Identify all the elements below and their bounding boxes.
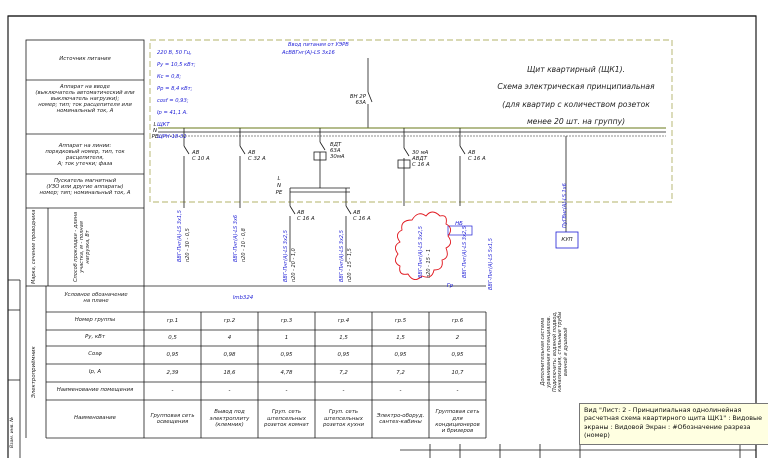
table-cell-room: - — [171, 387, 174, 394]
av4-label: АВ С 16 А — [353, 210, 371, 223]
table-row-label: Ру, кВт — [85, 334, 105, 340]
table-cell-name: Груп. сеть штепсельных розеток кухни — [323, 409, 364, 428]
table-cell-p: 1,5 — [339, 334, 348, 341]
bottom-table-grid — [46, 285, 487, 439]
table-cell-group: гр.6 — [451, 317, 464, 324]
bus-pe-label: PE — [151, 134, 159, 140]
input-feed — [367, 58, 373, 128]
cable-3-run: n20 - 20 - 1,0 — [291, 248, 297, 282]
table-row-label: Cosφ — [88, 351, 102, 357]
av3-label: АВ С 16 А — [297, 210, 315, 223]
sub-pe-label: PE — [275, 190, 283, 196]
av1-label: АВ С 10 А — [192, 150, 210, 163]
potential-note: Дополнительная система уравнивания потен… — [540, 311, 569, 392]
table-cell-ip: 2,39 — [166, 369, 179, 376]
cable-4: ВВГ-Пнг(А)-LS 3х2,5 — [339, 230, 345, 282]
table-cell-p: 2 — [455, 334, 460, 341]
table-cell-name: Вывод под электроплиту (клемник) — [209, 409, 250, 428]
table-cell-cos: 0,95 — [166, 351, 179, 358]
nb-label: НБ — [455, 221, 463, 227]
row-laying: Способ прокладки - длина участка, м - по… — [73, 211, 91, 282]
cable-6: ВВГ-Пнг(А)-LS 3х2,5 — [462, 226, 468, 278]
table-cell-cos: 0,95 — [394, 351, 407, 358]
cable-5: ВВГ-Пнг(А)-LS 3х2,5 — [418, 226, 424, 278]
view-tooltip: Вид "Лист: 2 - Принципиальная однолинейн… — [579, 403, 768, 445]
table-cell-p: 0,5 — [168, 334, 177, 341]
table-cell-cos: 0,95 — [337, 351, 350, 358]
table-cell-room: - — [399, 387, 402, 394]
cable-5-run: n20 - 15 - 1 — [426, 248, 432, 278]
table-cell-name: Груп. сеть штепсельных розеток комнат — [264, 409, 309, 428]
table-row-label: Номер группы — [74, 317, 116, 323]
table-cell-group: гр.3 — [280, 317, 293, 324]
row-supply: Источник питания — [59, 56, 111, 62]
feeder-lines — [183, 128, 567, 262]
table-cell-group: гр.4 — [337, 317, 350, 324]
table-cell-room: - — [342, 387, 345, 394]
row-starter: Пускатель магнитный (УЗО или другие аппа… — [39, 178, 131, 197]
diagram-title: Щит квартирный (ЩК1). Схема электрическа… — [497, 64, 655, 127]
input-cable-label: Ввод питания от УЭРВ — [288, 42, 349, 48]
cable-2-run: n20 - 10 - 0,8 — [241, 228, 247, 262]
table-cell-ip: 10,7 — [451, 369, 464, 376]
cable-1: ВВГ-Пнг(А)-LS 3х1,5 — [177, 210, 183, 262]
table-cell-room: - — [228, 387, 231, 394]
cable-4-run: n20 - 15 - 1,5 — [347, 248, 353, 282]
table-cell-cos: 0,95 — [280, 351, 293, 358]
kup-box — [555, 231, 579, 249]
supply-params: 220 В, 50 Гц, Ру = 10,5 кВт; Кс = 0,8; Р… — [157, 49, 196, 140]
cable-7: ПуГВнг(А)-LS 1х6 — [562, 183, 568, 228]
row-input-device: Аппарат на вводе (выключатель автоматиче… — [35, 84, 135, 115]
revision-cloud — [395, 211, 451, 280]
lmb-label: lmb324 — [232, 295, 254, 301]
table-row-label: Наименование помещения — [56, 387, 134, 393]
table-cell-name: Групповая сеть для кондиционеров и бризе… — [435, 409, 480, 434]
vdt-label: ВДТ 63А 30мА — [330, 142, 345, 161]
table-cell-group: гр.5 — [394, 317, 407, 324]
nb-box — [447, 225, 473, 236]
table-cell-cos: 0,98 — [223, 351, 236, 358]
bus-l-label: L — [153, 122, 157, 128]
table-cell-p: 1 — [284, 334, 289, 341]
table-cell-p: 1,5 — [396, 334, 405, 341]
table-cell-ip: 18,6 — [223, 369, 236, 376]
table-row-label: Ip, A — [88, 369, 102, 375]
table-cell-ip: 4,78 — [280, 369, 293, 376]
panel-boundary — [149, 39, 673, 203]
sub-n-label: N — [276, 183, 282, 189]
side-label-consumer: Электроприёмник — [31, 346, 37, 398]
table-row-label: Наименование — [74, 415, 116, 421]
avdt-label: 30 мА АВДТ С 16 А — [412, 150, 430, 169]
table-cell-ip: 7,2 — [396, 369, 405, 376]
table-cell-cos: 0,95 — [451, 351, 464, 358]
table-cell-group: гр.1 — [166, 317, 179, 324]
table-cell-name: Электро-оборуд. сантех-кабины — [376, 412, 425, 425]
table-cell-room: - — [456, 387, 459, 394]
cable-2: ВВГ-Пнг(А)-LS 3х6 — [233, 214, 239, 262]
gr-marker: Гр — [446, 283, 454, 289]
kup-label: КУП — [561, 237, 573, 243]
input-cable-type: АсВВГнг(А)-LS 3х16 — [282, 50, 335, 56]
cable-3: ВВГ-Пнг(А)-LS 3х2,5 — [283, 230, 289, 282]
row-line-device: Аппарат на линии: порядковый номер, тип,… — [45, 143, 125, 168]
left-table-grid — [25, 39, 145, 438]
cable-6b: ВВГ-Пнг(А)-LS 5х1,5 — [488, 238, 494, 290]
table-cell-room: - — [285, 387, 288, 394]
row-wiring-mark: Марка, сечение проводника — [31, 209, 37, 284]
title-block — [400, 444, 756, 458]
frame-label: Взам. инв. № — [10, 416, 15, 448]
vn-switch-label: ВН 2Р 63А — [349, 94, 366, 107]
cable-1-run: n20 - 30 - 0,5 — [185, 228, 191, 262]
row-symbol: Условное обозначение на плане — [64, 292, 128, 305]
sub-l-label: L — [277, 176, 281, 182]
table-cell-name: Групповая сеть освещения — [150, 412, 195, 425]
av6-label: АВ С 16 А — [468, 150, 486, 163]
table-cell-group: гр.2 — [223, 317, 236, 324]
table-cell-ip: 7,2 — [339, 369, 348, 376]
table-cell-p: 4 — [227, 334, 232, 341]
bus-n-label: N — [152, 128, 158, 134]
av2-label: АВ С 32 А — [248, 150, 266, 163]
